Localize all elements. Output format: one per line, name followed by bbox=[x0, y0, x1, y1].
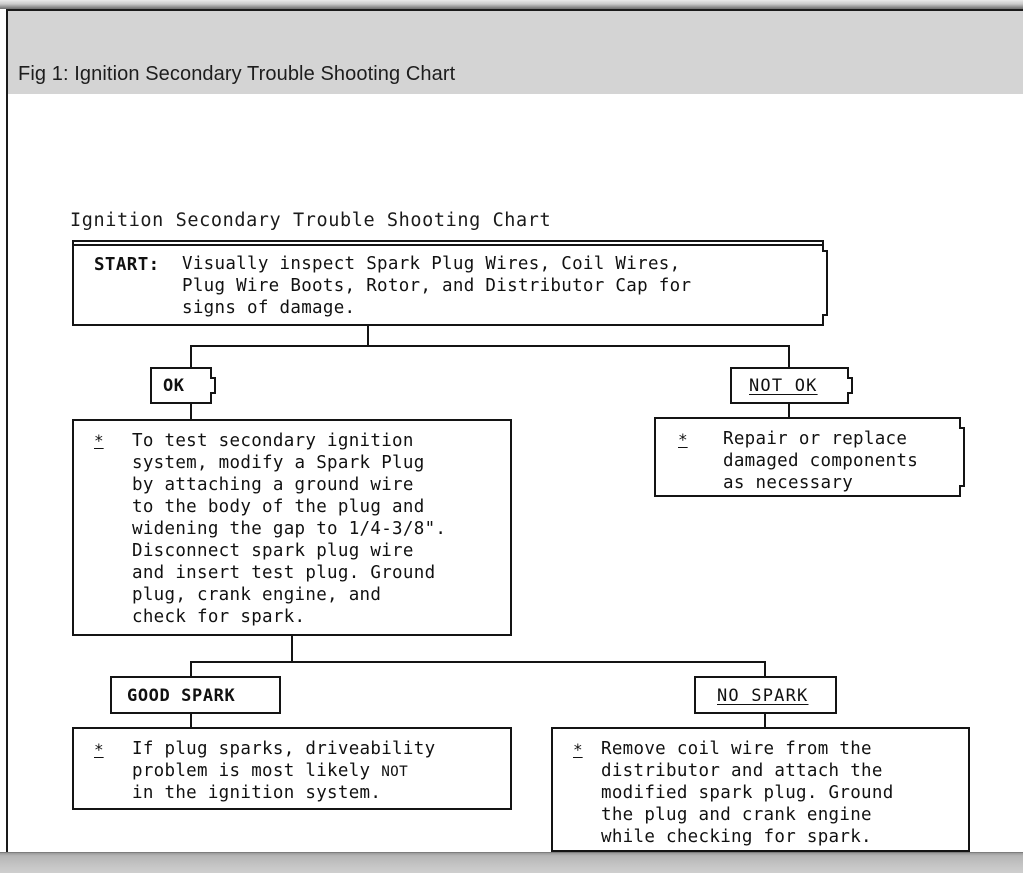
node-test-procedure-line-3: by attaching a ground wire bbox=[132, 475, 414, 495]
connector-ok-stem bbox=[190, 404, 192, 420]
connector-start-split bbox=[190, 345, 790, 347]
node-coil-test-line-4: the plug and crank engine bbox=[601, 805, 872, 825]
node-driveability-line-3: in the ignition system. bbox=[132, 783, 382, 803]
flowchart-title: Ignition Secondary Trouble Shooting Char… bbox=[70, 210, 552, 231]
node-no-spark[interactable]: NO SPARK bbox=[694, 676, 837, 714]
node-test-procedure-line-2: system, modify a Spark Plug bbox=[132, 453, 425, 473]
connector-to-not-ok bbox=[788, 345, 790, 368]
node-start-line-3: signs of damage. bbox=[182, 298, 356, 318]
connector-good-spark-stem bbox=[190, 714, 192, 728]
node-driveability-line-2-text: problem is most likely bbox=[132, 761, 382, 781]
node-start-line-1: Visually inspect Spark Plug Wires, Coil … bbox=[182, 254, 681, 274]
bullet-asterisk-icon: * bbox=[678, 430, 688, 449]
node-coil-test[interactable]: * Remove coil wire from the distributor … bbox=[551, 727, 970, 852]
node-driveability-line-2: problem is most likely NOT bbox=[132, 760, 408, 783]
figure-header-panel: Fig 1: Ignition Secondary Trouble Shooti… bbox=[6, 9, 1023, 94]
node-test-procedure-line-1: To test secondary ignition bbox=[132, 431, 414, 451]
node-good-spark-label: GOOD SPARK bbox=[127, 686, 236, 706]
node-not-ok-label: NOT OK bbox=[749, 376, 818, 396]
node-coil-test-line-1: Remove coil wire from the bbox=[601, 739, 872, 759]
node-driveability-line-1: If plug sparks, driveability bbox=[132, 739, 436, 759]
node-repair-line-1: Repair or replace bbox=[723, 429, 908, 449]
connector-start-stem bbox=[367, 326, 369, 346]
connector-to-ok bbox=[190, 345, 192, 368]
connector-spark-split bbox=[190, 661, 766, 663]
node-test-procedure-line-8: plug, crank engine, and bbox=[132, 585, 382, 605]
bullet-asterisk-icon: * bbox=[94, 431, 104, 450]
flowchart-canvas: Ignition Secondary Trouble Shooting Char… bbox=[8, 94, 1023, 854]
node-start-line-2: Plug Wire Boots, Rotor, and Distributor … bbox=[182, 276, 692, 296]
node-repair-line-2: damaged components bbox=[723, 451, 919, 471]
node-good-spark[interactable]: GOOD SPARK bbox=[110, 676, 281, 714]
node-coil-test-line-2: distributor and attach the bbox=[601, 761, 883, 781]
connector-to-good-spark bbox=[190, 661, 192, 677]
node-test-procedure-line-6: Disconnect spark plug wire bbox=[132, 541, 414, 561]
node-not-ok[interactable]: NOT OK bbox=[730, 367, 853, 404]
node-test-procedure-line-4: to the body of the plug and bbox=[132, 497, 425, 517]
connector-no-spark-stem bbox=[764, 714, 766, 727]
node-ok[interactable]: OK bbox=[150, 367, 216, 404]
node-coil-test-line-3: modified spark plug. Ground bbox=[601, 783, 894, 803]
window-top-bevel bbox=[0, 0, 1023, 9]
page-title: Fig 1: Ignition Secondary Trouble Shooti… bbox=[18, 63, 456, 85]
node-driveability-emphasis-not: NOT bbox=[381, 764, 409, 780]
connector-not-ok-stem bbox=[788, 404, 790, 417]
node-test-procedure-line-5: widening the gap to 1/4-3/8". bbox=[132, 519, 447, 539]
node-repair-line-3: as necessary bbox=[723, 473, 854, 493]
node-start[interactable]: START: Visually inspect Spark Plug Wires… bbox=[72, 240, 828, 326]
connector-test-stem bbox=[291, 636, 293, 662]
node-test-procedure-line-7: and insert test plug. Ground bbox=[132, 563, 436, 583]
node-test-procedure-line-9: check for spark. bbox=[132, 607, 306, 627]
node-no-spark-label: NO SPARK bbox=[717, 686, 809, 706]
node-repair[interactable]: * Repair or replace damaged components a… bbox=[654, 417, 965, 497]
node-driveability[interactable]: * If plug sparks, driveability problem i… bbox=[72, 727, 512, 810]
node-start-label: START: bbox=[94, 255, 160, 275]
canvas-left-border bbox=[6, 94, 8, 852]
node-coil-test-line-5: while checking for spark. bbox=[601, 827, 872, 847]
bullet-asterisk-icon: * bbox=[94, 740, 104, 759]
node-test-procedure[interactable]: * To test secondary ignition system, mod… bbox=[72, 419, 512, 636]
connector-to-no-spark bbox=[764, 661, 766, 677]
node-ok-label: OK bbox=[163, 376, 185, 396]
window-bottom-bevel bbox=[0, 852, 1023, 873]
bullet-asterisk-icon: * bbox=[573, 740, 583, 759]
